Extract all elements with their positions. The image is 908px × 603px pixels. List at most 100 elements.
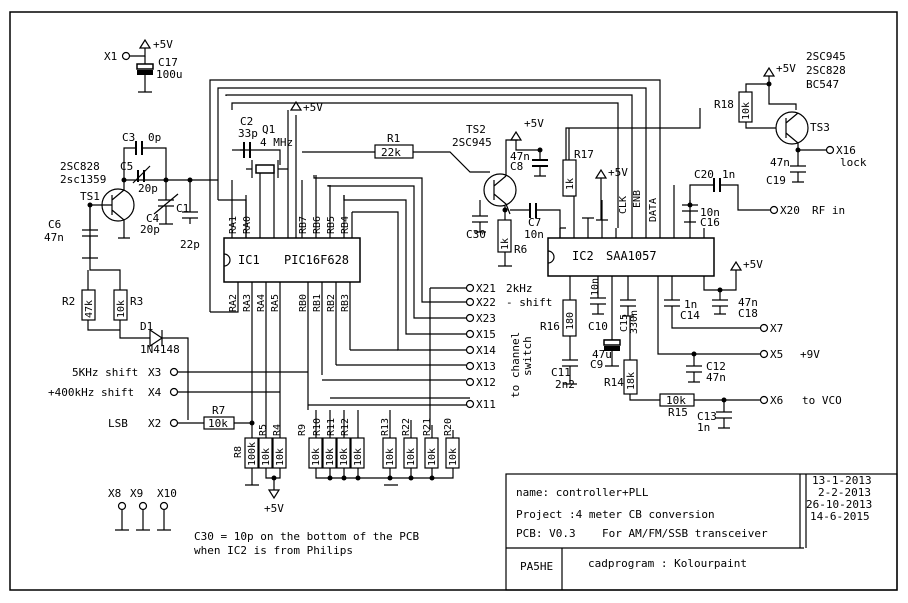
bus-wires xyxy=(209,79,661,313)
c13-value: 1n xyxy=(697,421,710,434)
r21-ref: R21 xyxy=(422,418,433,436)
ts1-stage: 2SC828 2sc1359 TS1 C6 47n 47k 10k R2 R3 … xyxy=(44,131,218,331)
c7-ref: C7 xyxy=(528,216,541,229)
c8-ref: C8 xyxy=(510,160,523,173)
ts3-part2: 2SC828 xyxy=(806,64,846,77)
c20-ref: C20 xyxy=(694,168,714,181)
c14-ref: C14 xyxy=(680,309,700,322)
title-date-3: 26-10-2013 xyxy=(806,498,872,511)
x1-supply: X1 +5V C17 100u xyxy=(104,38,183,93)
ts2-ref: TS2 xyxy=(466,123,486,136)
r5-value: 10k xyxy=(261,448,272,466)
x2-label: X2 xyxy=(148,417,161,430)
drawing-frame xyxy=(9,11,898,591)
r14-value: 18k xyxy=(626,372,637,390)
c15-ref: C15 xyxy=(619,314,630,332)
c18-value: 47n xyxy=(738,296,758,309)
x12-label: X12 xyxy=(476,376,496,389)
x22-label: X22 xyxy=(476,296,496,309)
title-pcb-desc: For AM/FM/SSB transceiver xyxy=(602,527,768,540)
ts2-stage: R1 22k TS2 2SC945 +5V 47n C8 1k R6 C30 C… xyxy=(302,117,561,267)
r10-value: 10k xyxy=(325,448,336,466)
r16-value: 180 xyxy=(565,312,576,330)
r7-value: 10k xyxy=(208,417,228,430)
r11-value: 10k xyxy=(339,448,350,466)
channel-switch-label-2: switch xyxy=(521,336,534,376)
r8-value: 100k xyxy=(247,442,258,466)
ts3-stage: +5V 10k R18 X16 lock 47n C19 2SC945 2SC8… xyxy=(714,50,867,187)
r12-ref: R12 xyxy=(340,418,351,436)
c12-ref: C12 xyxy=(706,360,726,373)
r1-ref: R1 xyxy=(387,132,400,145)
c4-value: 20p xyxy=(140,223,160,236)
diode-d1: D1 1N4148 xyxy=(119,320,189,420)
r2-value: 47k xyxy=(84,300,95,318)
rf-in-label: RF in xyxy=(812,204,845,217)
ic1-pin-rb1: RB1 xyxy=(312,294,323,312)
ic1-pin-ra3: RA3 xyxy=(242,294,253,312)
ic1-pin-ra1: RA1 xyxy=(228,216,239,234)
r16-ref: R16 xyxy=(540,320,560,333)
c10-value: 10n xyxy=(590,278,601,296)
c14-value: 1n xyxy=(684,298,697,311)
title-name: name: controller+PLL xyxy=(516,486,649,499)
r17-value: 1k xyxy=(565,178,576,190)
r6-ref: R6 xyxy=(514,243,527,256)
c1-value: 22p xyxy=(180,238,200,251)
ts1-part1: 2SC828 xyxy=(60,160,100,173)
title-block-border xyxy=(505,473,898,591)
x13-label: X13 xyxy=(476,360,496,373)
x6-label: X6 xyxy=(770,394,783,407)
r18-ref: R18 xyxy=(714,98,734,111)
ic1-bottom-wires: 5KHz shift X3 +400kHz shift X4 LSB X2 R7… xyxy=(48,282,351,438)
title-pcb: PCB: V0.3 xyxy=(516,527,576,540)
ts2-part: 2SC945 xyxy=(452,136,492,149)
c2-ref: C2 xyxy=(240,115,253,128)
channel-switch-label-1: to channel xyxy=(509,332,522,398)
ic1-pin-rb4: RB4 xyxy=(340,216,351,234)
x15-label: X15 xyxy=(476,328,496,341)
v9-label: +9V xyxy=(800,348,820,361)
ic2-group: IC2 SAA1057 CLK ENB DATA 1k R17 +5V xyxy=(547,108,715,277)
c16-ref: C16 xyxy=(700,216,720,229)
q1-value: 4 MHz xyxy=(260,136,293,149)
c19-value: 47n xyxy=(770,156,790,169)
c5-value: 20p xyxy=(138,182,158,195)
khz400-label: +400kHz shift xyxy=(48,386,134,399)
x11-label: X11 xyxy=(476,398,496,411)
d1-ref: D1 xyxy=(140,320,153,333)
r4-value: 10k xyxy=(275,448,286,466)
ic1-pin-rb6: RB6 xyxy=(312,216,323,234)
c1-ref: C1 xyxy=(176,202,189,215)
r4-vcc-label: +5V xyxy=(264,502,284,515)
ic2-bottom: 180 R16 C11 2n2 10n C10 47u C9 C15 330n … xyxy=(540,258,842,434)
ts1-part2: 2sc1359 xyxy=(60,173,106,186)
c10-ref: C10 xyxy=(588,320,608,333)
r4-ref: R4 xyxy=(272,424,283,436)
ic2-enb-label: ENB xyxy=(632,190,643,208)
ic2-vcc2-label: +5V xyxy=(743,258,763,271)
c6-value: 47n xyxy=(44,231,64,244)
x14-label: X14 xyxy=(476,344,496,357)
c6-ref: C6 xyxy=(48,218,61,231)
r14-ref: R14 xyxy=(604,376,624,389)
r1-value: 22k xyxy=(381,146,401,159)
r13-value: 10k xyxy=(385,448,396,466)
ic1-group: IC1 PIC16F628 RA1 RA0 RB7 RB6 RB5 RB4 RA… xyxy=(223,110,361,312)
x23-label: X23 xyxy=(476,312,496,325)
junction-dots xyxy=(87,81,801,481)
c4-ref: C4 xyxy=(146,212,160,225)
r12-value: 10k xyxy=(353,448,364,466)
ic1-pin-rb5: RB5 xyxy=(326,216,337,234)
lock-label: lock xyxy=(840,156,867,169)
crystal-q1: Q1 4 MHz C2 33p xyxy=(232,115,293,178)
title-author: PA5HE xyxy=(520,560,553,573)
ic2-ref: IC2 xyxy=(572,249,594,263)
x5-label: X5 xyxy=(770,348,783,361)
ts2-vcc-label: +5V xyxy=(524,117,544,130)
ic2-clk-label: CLK xyxy=(618,196,629,214)
x9-label: X9 xyxy=(130,487,143,500)
c18-ref: C18 xyxy=(738,307,758,320)
c3-value: 0p xyxy=(148,131,161,144)
